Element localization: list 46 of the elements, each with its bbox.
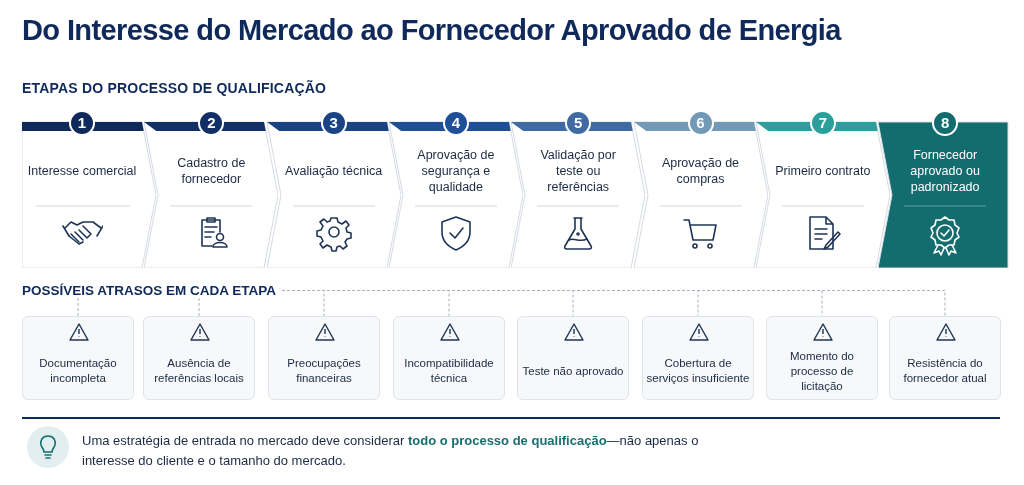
title: Do Interesse do Mercado ao Fornecedor Aprovado de Energia: [22, 14, 841, 47]
connector-line: [281, 290, 946, 317]
process-step: [633, 110, 768, 268]
connector-line: [198, 297, 200, 317]
process-step: [511, 110, 646, 268]
step-title: Cadastro de fornecedor: [176, 155, 247, 188]
process-step: [266, 110, 401, 268]
process-step: [388, 110, 523, 268]
note-text: Uma estratégia de entrada no mercado deve considerar todo o processo de qualificação—não apenas o interesse do cliente e o tamanho do mercado.: [82, 432, 700, 470]
step-number-badge: 5: [565, 110, 592, 136]
connector-line: [77, 297, 79, 317]
step-number-badge: 2: [198, 110, 225, 136]
step-title: Aprovação de compras: [660, 155, 741, 188]
delay-text: Resistência do fornecedor atual: [902, 356, 988, 386]
step-number-badge: 6: [687, 110, 714, 136]
delay-card: [22, 316, 134, 400]
section-heading: ETAPAS DO PROCESSO DE QUALIFICAÇÃO: [22, 80, 327, 96]
delay-card: [268, 316, 380, 400]
delay-text: Teste não aprovado: [521, 363, 625, 379]
step-title: Interesse comercial: [26, 163, 138, 180]
step-title: Aprovação de segurança e qualidade: [416, 147, 496, 196]
step-number-badge: 3: [320, 110, 347, 136]
delay-text: Momento do processo de licitação: [789, 348, 855, 394]
step-number-badge: 7: [809, 110, 836, 136]
step-number-badge: 1: [69, 110, 95, 136]
delay-card: [889, 316, 1001, 400]
delay-text: Ausência de referências locais: [153, 356, 245, 386]
delay-card: [766, 316, 878, 400]
delay-text: Incompatibilidade técnica: [403, 356, 495, 386]
delay-card: [393, 316, 505, 400]
section-heading: POSSÍVEIS ATRASOS EM CADA ETAPA: [22, 283, 277, 298]
delay-card: [143, 316, 255, 400]
delay-text: Cobertura de serviços insuficiente: [645, 356, 751, 386]
step-title: Fornecedor aprovado ou padronizado: [909, 147, 981, 196]
step-title: Validação por teste ou referências: [539, 147, 617, 196]
step-title: Primeiro contrato: [774, 163, 872, 180]
delay-text: Documentação incompleta: [38, 356, 118, 386]
delay-card: [642, 316, 754, 400]
process-step: [22, 110, 156, 268]
process-step: [144, 110, 279, 268]
delay-text: Preocupações financeiras: [286, 356, 362, 386]
step-number-badge: 4: [442, 110, 469, 136]
step-number-badge: 8: [932, 110, 959, 136]
process-step: [755, 110, 890, 268]
step-title: Avaliação técnica: [284, 163, 383, 180]
delay-card: [517, 316, 629, 400]
